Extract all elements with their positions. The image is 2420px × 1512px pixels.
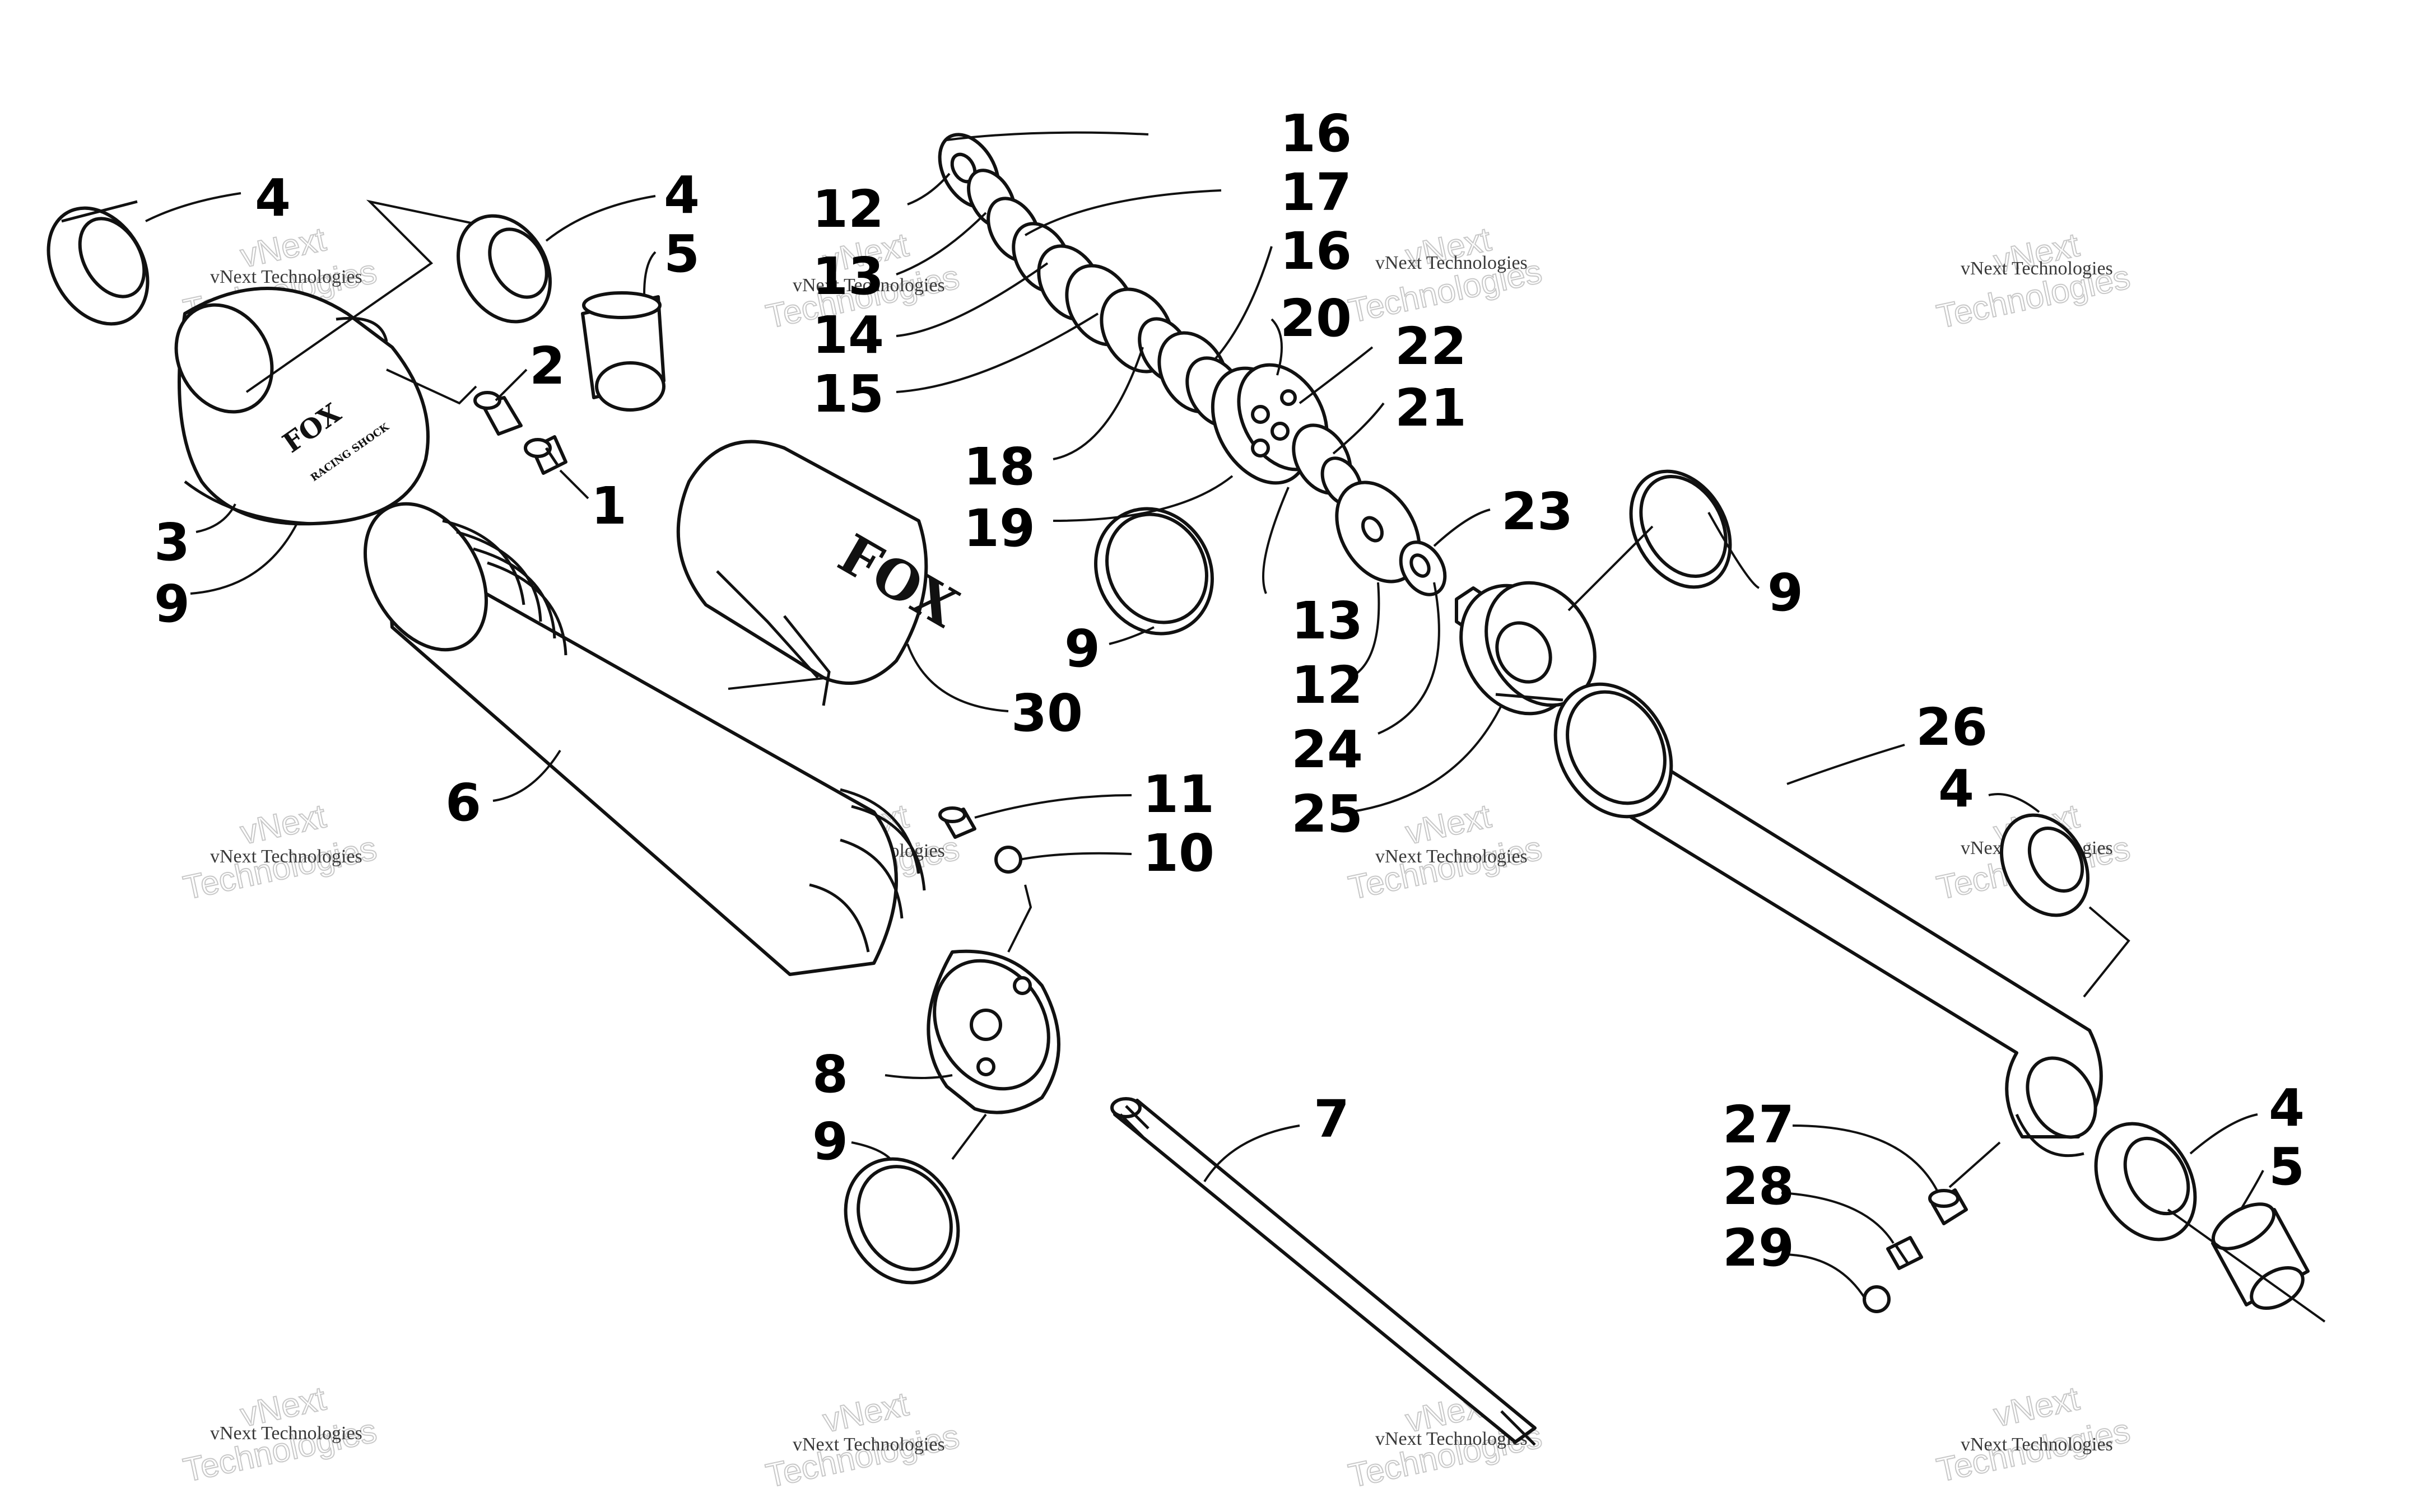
part-29-ball[interactable] xyxy=(1863,1285,1891,1313)
part-25-bearing[interactable] xyxy=(1439,563,1617,734)
assembly-line-bottom-seal xyxy=(951,1113,987,1160)
callout-4: 4 xyxy=(2269,1078,2305,1138)
callout-2: 2 xyxy=(529,336,565,396)
part-10-ball[interactable] xyxy=(994,846,1022,874)
watermark-small-10: vNext Technologies xyxy=(793,1434,945,1455)
callout-16: 16 xyxy=(1280,221,1352,281)
part-27-cap[interactable] xyxy=(1928,1188,1968,1225)
part-4-bushing-right[interactable] xyxy=(1984,800,2105,931)
callout-15: 15 xyxy=(812,364,884,424)
part-6-shock-body[interactable] xyxy=(341,482,926,976)
callout-21: 21 xyxy=(1395,378,1467,438)
callout-6: 6 xyxy=(445,773,481,833)
callout-9: 9 xyxy=(812,1112,848,1172)
watermark-small-5: vNext Technologies xyxy=(210,846,362,867)
part-4-bushing-bottom-right[interactable] xyxy=(2076,1106,2216,1258)
callout-4: 4 xyxy=(255,168,291,228)
assembly-line-seal xyxy=(1567,525,1654,612)
callout-23: 23 xyxy=(1501,482,1573,542)
callout-25: 25 xyxy=(1291,784,1363,844)
callout-29: 29 xyxy=(1723,1218,1794,1278)
callout-9: 9 xyxy=(1064,619,1100,679)
callout-28: 28 xyxy=(1723,1156,1794,1216)
part-4-bushing-top-left[interactable] xyxy=(29,190,168,342)
callout-12: 12 xyxy=(812,179,884,239)
callout-12: 12 xyxy=(1291,655,1363,715)
assembly-line-cap-fitting xyxy=(386,368,477,405)
piston-shim-stack[interactable] xyxy=(928,124,1255,436)
watermark-12: vNext Technologies xyxy=(1933,1379,2134,1490)
callout-24: 24 xyxy=(1291,720,1363,780)
watermark-small-9: vNext Technologies xyxy=(210,1423,362,1444)
callout-5: 5 xyxy=(664,224,700,284)
part-23-washer[interactable] xyxy=(1392,534,1454,603)
callout-4: 4 xyxy=(1938,759,1974,819)
part-7-shaft[interactable] xyxy=(1110,1097,1537,1446)
watermark-small-3: vNext Technologies xyxy=(1375,253,1528,273)
callout-8: 8 xyxy=(812,1044,848,1104)
callout-14: 14 xyxy=(812,305,884,365)
assembly-line-cap-bushing xyxy=(245,199,477,393)
leader-lines xyxy=(145,131,2264,1300)
watermark-small-12: vNext Technologies xyxy=(1961,1434,2113,1455)
assembly-line-bottom-right xyxy=(2167,1208,2326,1323)
assembly-line-right-bushing xyxy=(2083,906,2130,998)
part-9-seal-middle[interactable] xyxy=(1073,487,1235,655)
callout-11: 11 xyxy=(1143,764,1214,824)
callout-13: 13 xyxy=(1291,591,1363,651)
part-11-plug[interactable] xyxy=(938,806,976,839)
callout-5: 5 xyxy=(2269,1137,2305,1197)
callout-30: 30 xyxy=(1011,683,1083,743)
callout-13: 13 xyxy=(812,246,884,306)
part-1-valve[interactable] xyxy=(524,435,567,475)
part-5-sleeve-top[interactable] xyxy=(581,291,666,412)
part-9-seal-bottom[interactable] xyxy=(823,1138,980,1303)
part-8-end-cap[interactable] xyxy=(912,940,1072,1114)
callout-9: 9 xyxy=(154,574,190,634)
watermark-small-2: vNext Technologies xyxy=(793,275,945,296)
callout-20: 20 xyxy=(1280,288,1352,348)
part-9-seal-top-right[interactable] xyxy=(1611,454,1751,605)
part-26-reservoir-body[interactable] xyxy=(1532,663,2109,1158)
part-30-reservoir-cap[interactable]: FOX xyxy=(676,440,969,706)
assembly-line-27 xyxy=(1948,1141,2001,1188)
watermark-small-7: vNext Technologies xyxy=(1375,846,1528,867)
watermark-small-4: vNext Technologies xyxy=(1961,258,2113,279)
callout-9: 9 xyxy=(1767,563,1803,623)
callout-18: 18 xyxy=(964,437,1035,497)
callout-16: 16 xyxy=(1280,104,1352,164)
part-5-sleeve-bottom-right[interactable] xyxy=(2206,1195,2310,1317)
callout-26: 26 xyxy=(1916,697,1988,757)
callout-17: 17 xyxy=(1280,162,1352,222)
assembly-line-endcap xyxy=(1007,884,1032,953)
callout-4: 4 xyxy=(664,165,700,225)
assembly-line-body-reservoir xyxy=(728,676,830,690)
callout-3: 3 xyxy=(154,512,190,572)
part-28-screw[interactable] xyxy=(1886,1236,1923,1270)
callout-19: 19 xyxy=(964,498,1035,558)
watermark-small-1: vNext Technologies xyxy=(210,267,362,287)
part-3-body-cap[interactable]: FOX RACING SHOCK xyxy=(157,287,430,526)
callout-27: 27 xyxy=(1723,1095,1794,1155)
callout-numbers: 4 4 5 2 1 3 9 6 30 16 12 17 13 16 14 20 … xyxy=(154,104,2305,1278)
callout-10: 10 xyxy=(1143,823,1214,883)
callout-22: 22 xyxy=(1395,316,1467,376)
callout-7: 7 xyxy=(1314,1089,1349,1149)
part-4-bushing-top[interactable] xyxy=(440,199,569,338)
callout-1: 1 xyxy=(591,476,627,536)
